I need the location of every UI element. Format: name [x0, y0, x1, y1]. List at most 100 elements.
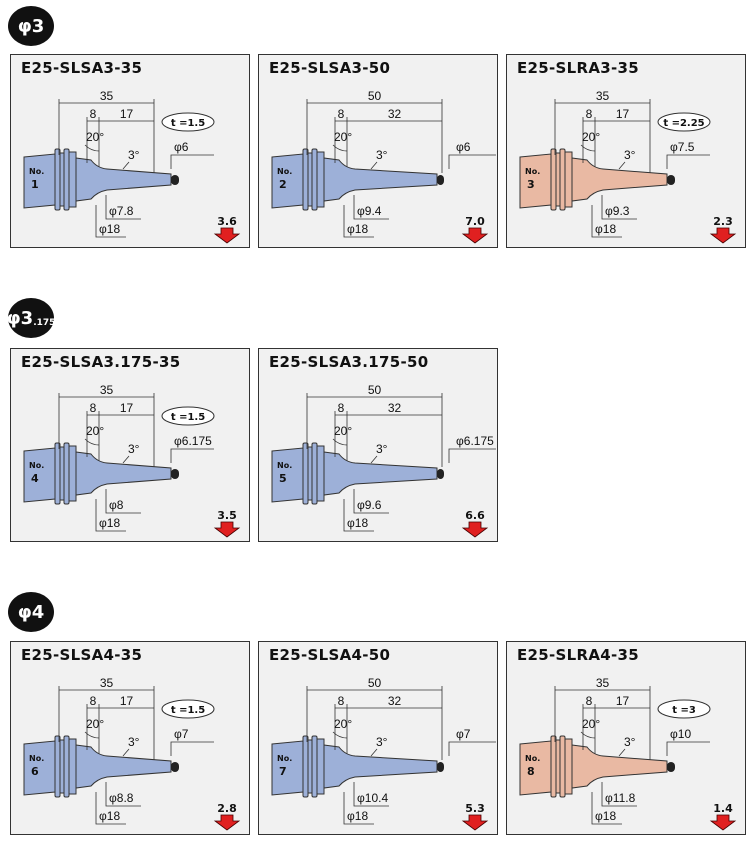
neck-diameter-label: φ11.8 [605, 791, 636, 805]
down-arrow-icon [709, 814, 737, 831]
angle-label: 20° [86, 130, 104, 144]
angle-arc [580, 144, 596, 152]
neck-dia-leader [353, 782, 389, 807]
tool-number: 4 [31, 472, 39, 485]
cutter-shank [171, 469, 179, 479]
taper-label: 3° [624, 735, 636, 749]
body-dia-leader [591, 792, 622, 825]
taper-label: 3° [376, 148, 388, 162]
holder-ring [54, 735, 61, 798]
weight-label: 5.3 [465, 802, 485, 815]
tip-diameter-label: φ7 [174, 727, 189, 741]
weight-label: 7.0 [465, 215, 485, 228]
neck-diameter-label: φ7.8 [109, 204, 134, 218]
holder-groove [555, 739, 561, 794]
taper-leader [122, 455, 130, 464]
segment-17-label: 32 [388, 694, 402, 708]
holder-ring [54, 442, 61, 505]
holder-groove [307, 446, 313, 501]
tool-neck [75, 744, 172, 789]
taper-label: 3° [376, 442, 388, 456]
holder-collar [68, 445, 77, 502]
cutter-shank [437, 762, 444, 772]
tip-dia-leader [170, 448, 214, 463]
length-label: 50 [368, 676, 382, 690]
taper-leader [122, 748, 130, 757]
holder-body [271, 447, 304, 503]
tip-diameter-label: φ6.175 [456, 434, 494, 448]
neck-dia-leader [353, 489, 389, 514]
tool-neck [571, 744, 668, 789]
body-diameter-label: φ18 [347, 222, 368, 236]
holder-ring [550, 735, 557, 798]
angle-arc [332, 144, 348, 152]
holder-ring [63, 735, 70, 798]
length-label: 35 [596, 89, 610, 103]
body-dia-leader [343, 792, 374, 825]
tip-diameter-label: φ6 [456, 140, 471, 154]
angle-label: 20° [86, 717, 104, 731]
tip-dia-leader [666, 741, 710, 756]
down-arrow-icon [213, 814, 241, 831]
holder-collar [68, 738, 77, 795]
weight-label: 2.3 [713, 215, 733, 228]
angle-arc [332, 731, 348, 739]
cutter-shank [437, 469, 444, 479]
section-badge: φ3 [8, 6, 54, 46]
down-arrow-icon [213, 227, 241, 244]
t-label: t =1.5 [171, 705, 205, 716]
holder-ring [302, 148, 309, 211]
t-label: t =2.25 [663, 118, 704, 129]
t-label-pill [161, 112, 215, 132]
taper-leader [122, 161, 130, 170]
weight-label: 2.8 [217, 802, 237, 815]
body-dia-leader [95, 205, 126, 238]
neck-diameter-label: φ9.6 [357, 498, 382, 512]
body-diameter-label: φ18 [99, 516, 120, 530]
cutter-shank [437, 175, 444, 185]
section-badge: φ4 [8, 592, 54, 632]
angle-arc [332, 438, 348, 446]
segment-17-label: 17 [120, 401, 134, 415]
t-label-pill [161, 699, 215, 719]
taper-leader [370, 748, 378, 757]
tool-number-label: No. [277, 754, 292, 763]
holder-collar [316, 738, 325, 795]
cutter-shank [171, 762, 179, 772]
tool-neck [323, 744, 438, 789]
segment-8-label: 8 [586, 694, 593, 708]
segment-8-label: 8 [586, 107, 593, 121]
tool-card-title: E25-SLSA4-35 [21, 646, 143, 664]
tip-dia-leader [666, 154, 710, 169]
length-label: 35 [596, 676, 610, 690]
length-label: 35 [100, 383, 114, 397]
holder-body [23, 153, 56, 209]
tool-number-label: No. [525, 167, 540, 176]
body-diameter-label: φ18 [595, 809, 616, 823]
neck-diameter-label: φ8 [109, 498, 124, 512]
holder-collar [316, 445, 325, 502]
t-label-pill [657, 112, 711, 132]
tool-card-title: E25-SLSA3-50 [269, 59, 391, 77]
segment-8-label: 8 [90, 401, 97, 415]
taper-label: 3° [128, 735, 140, 749]
tool-number: 7 [279, 765, 287, 778]
tool-number-label: No. [277, 167, 292, 176]
angle-arc [84, 144, 100, 152]
holder-body [23, 447, 56, 503]
taper-label: 3° [128, 442, 140, 456]
tool-number-label: No. [29, 754, 44, 763]
angle-arc [580, 731, 596, 739]
tool-neck [75, 157, 172, 202]
tool-card-title: E25-SLSA3.175-35 [21, 353, 181, 371]
taper-leader [370, 161, 378, 170]
tool-card-title: E25-SLSA3.175-50 [269, 353, 429, 371]
